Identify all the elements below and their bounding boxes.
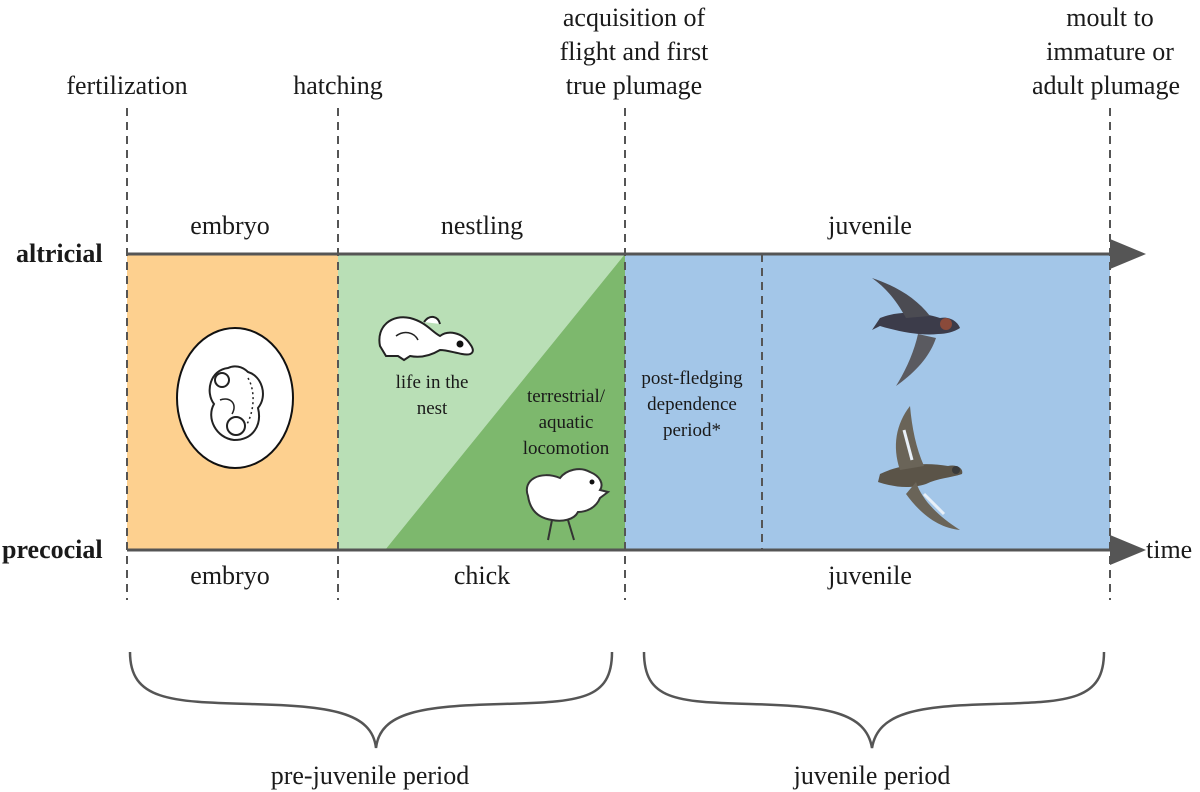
post-fledging-line3: period*	[663, 420, 721, 441]
fertilization-label: fertilization	[66, 71, 187, 100]
altricial-label: altricial	[16, 239, 103, 268]
post-fledging-line2: dependence	[647, 394, 737, 415]
locomotion-line3: locomotion	[523, 438, 610, 459]
time-label: time	[1146, 535, 1192, 564]
flight-label-line3: true plumage	[566, 71, 702, 100]
moult-label-line1: moult to	[1066, 3, 1153, 32]
duckling-icon	[525, 468, 611, 541]
pre-juvenile-brace	[128, 651, 614, 749]
juvenile-brace	[642, 651, 1106, 749]
flight-label-line1: acquisition of	[563, 3, 706, 32]
juvenile-panel	[625, 254, 1110, 550]
moult-label-line2: immature or	[1046, 37, 1174, 66]
bottom-chick-label: chick	[454, 561, 510, 590]
moult-label-line3: adult plumage	[1032, 71, 1180, 100]
life-nest-line1: life in the	[396, 372, 469, 393]
locomotion-line2: aquatic	[539, 412, 594, 433]
juvenile-period-label: juvenile period	[793, 761, 951, 790]
locomotion-line1: terrestrial/	[527, 386, 606, 407]
nestling-chick-icon	[378, 316, 474, 362]
top-nestling-label: nestling	[441, 211, 523, 240]
post-fledging-line1: post-fledging	[641, 368, 743, 389]
top-embryo-label: embryo	[190, 211, 269, 240]
life-nest-line2: nest	[417, 398, 448, 419]
flying-duck-icon	[878, 406, 963, 530]
embryo-in-egg-icon	[176, 327, 294, 469]
pre-juvenile-period-label: pre-juvenile period	[271, 761, 470, 790]
bottom-juvenile-label: juvenile	[827, 561, 912, 590]
precocial-label: precocial	[2, 535, 103, 564]
bottom-embryo-label: embryo	[190, 561, 269, 590]
flight-label-line2: flight and first	[560, 37, 710, 66]
hatching-label: hatching	[293, 71, 383, 100]
swallow-icon	[872, 278, 960, 386]
top-juvenile-label: juvenile	[827, 211, 912, 240]
